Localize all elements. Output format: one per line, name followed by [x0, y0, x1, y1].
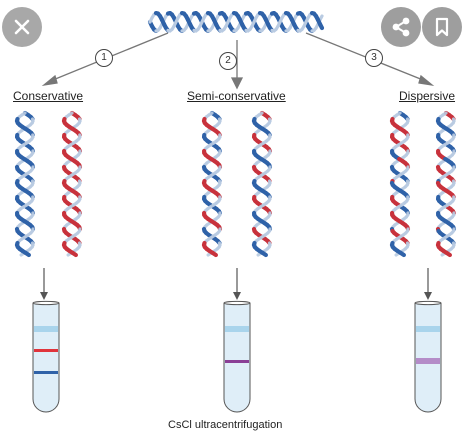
helix-conservative-parental: [14, 110, 36, 258]
tube-outline: [223, 303, 251, 413]
tube-dispersive: [414, 300, 442, 413]
down-arrow-head: [424, 292, 432, 300]
bookmark-button[interactable]: [422, 7, 462, 47]
bookmark-icon: [435, 17, 449, 37]
daughter-helices: [14, 110, 457, 258]
helix-semi-right: [251, 110, 273, 258]
tube-conservative: [32, 300, 60, 413]
share-button[interactable]: [381, 7, 421, 47]
parent-helix-segment: [317, 22, 325, 31]
tube-rim: [223, 300, 251, 306]
step-number-2: 2: [219, 52, 237, 70]
arrowhead-dispersive: [418, 74, 435, 87]
helix-dispersive-left: [389, 110, 411, 258]
close-icon: [14, 19, 30, 35]
tube-liquid: [33, 303, 59, 412]
density-band: [34, 349, 58, 352]
tube-liquid: [224, 303, 250, 412]
share-icon: [392, 17, 410, 37]
down-arrow-head: [233, 292, 241, 300]
helix-segment: [444, 250, 452, 258]
label-semi-conservative: Semi-conservative: [187, 89, 286, 103]
caption-cscl: CsCl ultracentrifugation: [168, 419, 283, 431]
close-button[interactable]: [2, 7, 42, 47]
tube-meniscus: [34, 326, 58, 332]
helix-segment: [210, 250, 218, 258]
tube-liquid: [415, 303, 441, 412]
tube-outline: [32, 303, 60, 413]
centrifuge-tubes: [32, 300, 442, 413]
tube-outline: [414, 303, 442, 413]
parent-helix-segment: [318, 14, 324, 22]
down-arrows: [40, 268, 432, 300]
tube-meniscus: [416, 326, 440, 332]
helix-dispersive-right: [435, 110, 457, 258]
tube-rim: [32, 300, 60, 306]
density-band: [34, 371, 58, 374]
parental-dna-helix: [147, 10, 325, 34]
down-arrow-head: [40, 292, 48, 300]
density-band: [225, 360, 249, 363]
helix-semi-left: [201, 110, 223, 258]
tube-semi-conservative: [223, 300, 251, 413]
density-band: [416, 358, 440, 364]
arrowhead-semi: [230, 77, 244, 90]
helix-segment: [70, 250, 78, 258]
helix-segment: [260, 250, 268, 258]
helix-conservative-new: [61, 110, 83, 258]
arrowhead-conservative: [41, 74, 58, 87]
step-number-3: 3: [365, 49, 383, 67]
tube-rim: [414, 300, 442, 306]
label-dispersive: Dispersive: [399, 89, 456, 103]
step-number-1: 1: [95, 49, 113, 67]
label-conservative: Conservative: [13, 89, 84, 103]
helix-segment: [398, 250, 406, 258]
helix-segment: [23, 250, 31, 258]
tube-meniscus: [225, 326, 249, 332]
